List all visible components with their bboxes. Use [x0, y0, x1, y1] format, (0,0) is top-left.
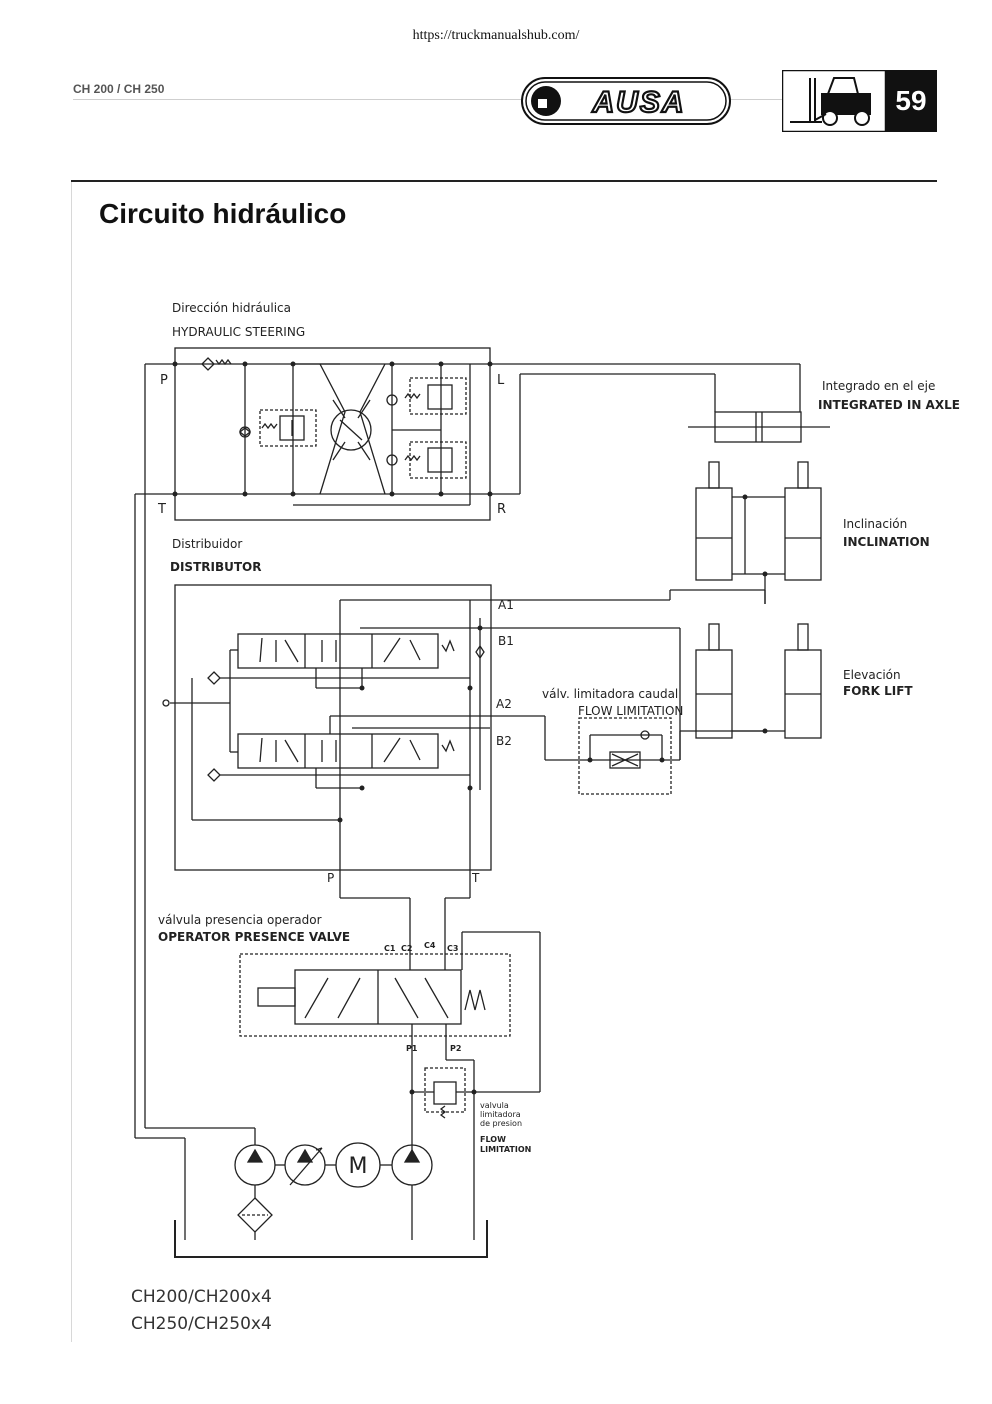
port-a2: A2 [496, 697, 512, 711]
axle-label-en: INTEGRATED IN AXLE [818, 398, 960, 412]
page-title: Circuito hidráulico [99, 198, 347, 229]
port-c4: C4 [424, 941, 436, 950]
steering-unit-box [174, 347, 491, 521]
forklift-page-badge [782, 70, 887, 132]
dist-port-p: P [327, 871, 334, 885]
port-a1: A1 [498, 598, 514, 612]
models-line-1: CH200/CH200x4 [131, 1287, 272, 1307]
port-b2: B2 [496, 734, 512, 748]
models-line-2: CH250/CH250x4 [131, 1314, 272, 1334]
distributor-spool-2 [237, 733, 439, 769]
flow-label-es: válv. limitadora caudal [542, 687, 678, 701]
motor-label: M [349, 1154, 368, 1179]
pressure-label-es-3: de presion [480, 1119, 522, 1128]
model-header: CH 200 / CH 250 [73, 82, 165, 96]
distributor-spool-1 [237, 633, 439, 669]
margin-rule [71, 182, 72, 1342]
port-p2: P2 [450, 1044, 461, 1053]
inclination-cylinder-left [695, 487, 733, 581]
port-l: L [497, 373, 505, 388]
presence-label-en: OPERATOR PRESENCE VALVE [158, 930, 350, 944]
steering-motor-icon [330, 409, 372, 451]
dist-port-t: T [471, 871, 480, 885]
pressure-label-en-2: LIMITATION [480, 1145, 531, 1154]
port-r: R [497, 502, 506, 517]
flow-limitation-box [578, 717, 672, 795]
steering-label-es: Dirección hidráulica [172, 301, 291, 315]
port-p1: P1 [406, 1044, 418, 1053]
presence-valve-box [239, 953, 511, 1037]
port-p: P [160, 373, 168, 388]
presence-label-es: válvula presencia operador [158, 913, 322, 927]
page-number: 59 [885, 70, 937, 132]
flow-restrictor-icon [609, 751, 641, 769]
source-url: https://truckmanualshub.com/ [412, 28, 580, 43]
port-c2: C2 [401, 944, 412, 953]
lift-label-en: FORK LIFT [843, 684, 913, 698]
pressure-label-es-1: valvula [480, 1101, 509, 1110]
port-b1: B1 [498, 634, 514, 648]
lift-label-es: Elevación [843, 668, 901, 682]
inclination-label-es: Inclinación [843, 517, 907, 531]
relief-valve-icon [427, 384, 453, 410]
section-rule [71, 180, 937, 182]
pressure-label-en-1: FLOW [480, 1135, 506, 1144]
axle-label-es: Integrado en el eje [822, 379, 935, 393]
forklift-icon [790, 77, 871, 126]
ausa-logo: AUSA [521, 77, 731, 125]
inclination-label-en: INCLINATION [843, 535, 930, 549]
tank-reservoir [174, 1220, 488, 1258]
flow-label-en: FLOW LIMITATION [578, 704, 683, 718]
header-rule [73, 99, 788, 100]
inclination-cylinder-right [784, 487, 822, 581]
distributor-label-en: DISTRIBUTOR [170, 560, 261, 574]
port-t: T [157, 502, 166, 517]
steering-label-en: HYDRAULIC STEERING [172, 325, 305, 339]
check-valve-icon [201, 357, 215, 371]
distributor-box [174, 584, 492, 871]
port-c3: C3 [447, 944, 458, 953]
port-c1: C1 [384, 944, 396, 953]
pressure-label-es-2: limitadora [480, 1110, 521, 1119]
distributor-label-es: Distribuidor [172, 537, 242, 551]
pressure-relief-icon [433, 1081, 457, 1105]
relief-valve-icon [279, 415, 305, 441]
logo-text: AUSA [591, 86, 685, 119]
